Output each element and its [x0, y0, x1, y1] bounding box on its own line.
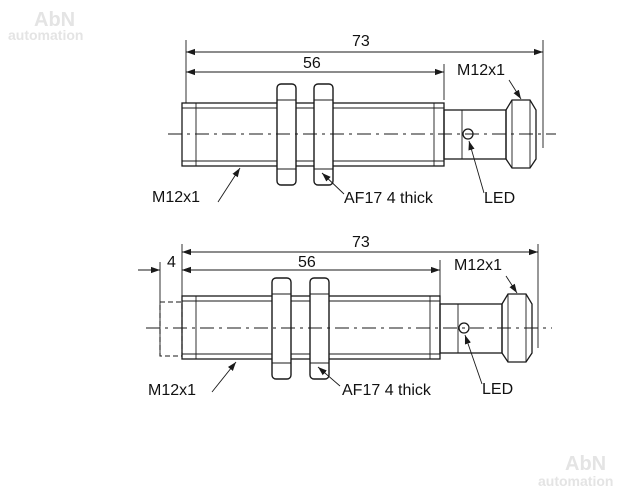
led-window — [458, 322, 470, 334]
dimension-thread-length: 56 — [303, 55, 321, 72]
leader-line — [317, 366, 341, 387]
leader-line — [505, 275, 518, 294]
leader-line — [217, 167, 241, 203]
leader-line — [508, 79, 522, 100]
led-label: LED — [484, 190, 515, 207]
body-thread-label: M12x1 — [148, 382, 196, 399]
leader-line — [211, 361, 237, 393]
connector-thread-label: M12x1 — [454, 257, 502, 274]
body-thread-label: M12x1 — [152, 189, 200, 206]
dimension-offset: 4 — [167, 254, 176, 271]
leader-line — [464, 334, 483, 385]
watermark-top-left: AbN automation — [8, 9, 83, 43]
leader-line — [468, 140, 485, 194]
connector-m12 — [501, 293, 533, 363]
watermark-tagline: automation — [538, 473, 613, 489]
led-label: LED — [482, 381, 513, 398]
watermark-brand: AbN — [565, 453, 606, 475]
dimension-overall-length: 73 — [352, 234, 370, 251]
nut-spec-label: AF17 4 thick — [344, 190, 434, 207]
sensor-drawing-nonflush: 73 56 4 — [138, 234, 552, 399]
nut-spec-label: AF17 4 thick — [342, 382, 432, 399]
watermark-tagline: automation — [8, 27, 83, 43]
sensing-face — [159, 301, 183, 357]
watermark-brand: AbN — [34, 9, 75, 31]
watermark-bottom-right: AbN automation — [538, 453, 613, 489]
dimension-overall-length: 73 — [352, 33, 370, 50]
connector-m12 — [505, 99, 537, 169]
dimension-thread-length: 56 — [298, 254, 316, 271]
leader-line — [321, 172, 345, 195]
connector-thread-label: M12x1 — [457, 62, 505, 79]
sensor-drawing-flush: 73 56 M12x1 — [152, 33, 556, 207]
